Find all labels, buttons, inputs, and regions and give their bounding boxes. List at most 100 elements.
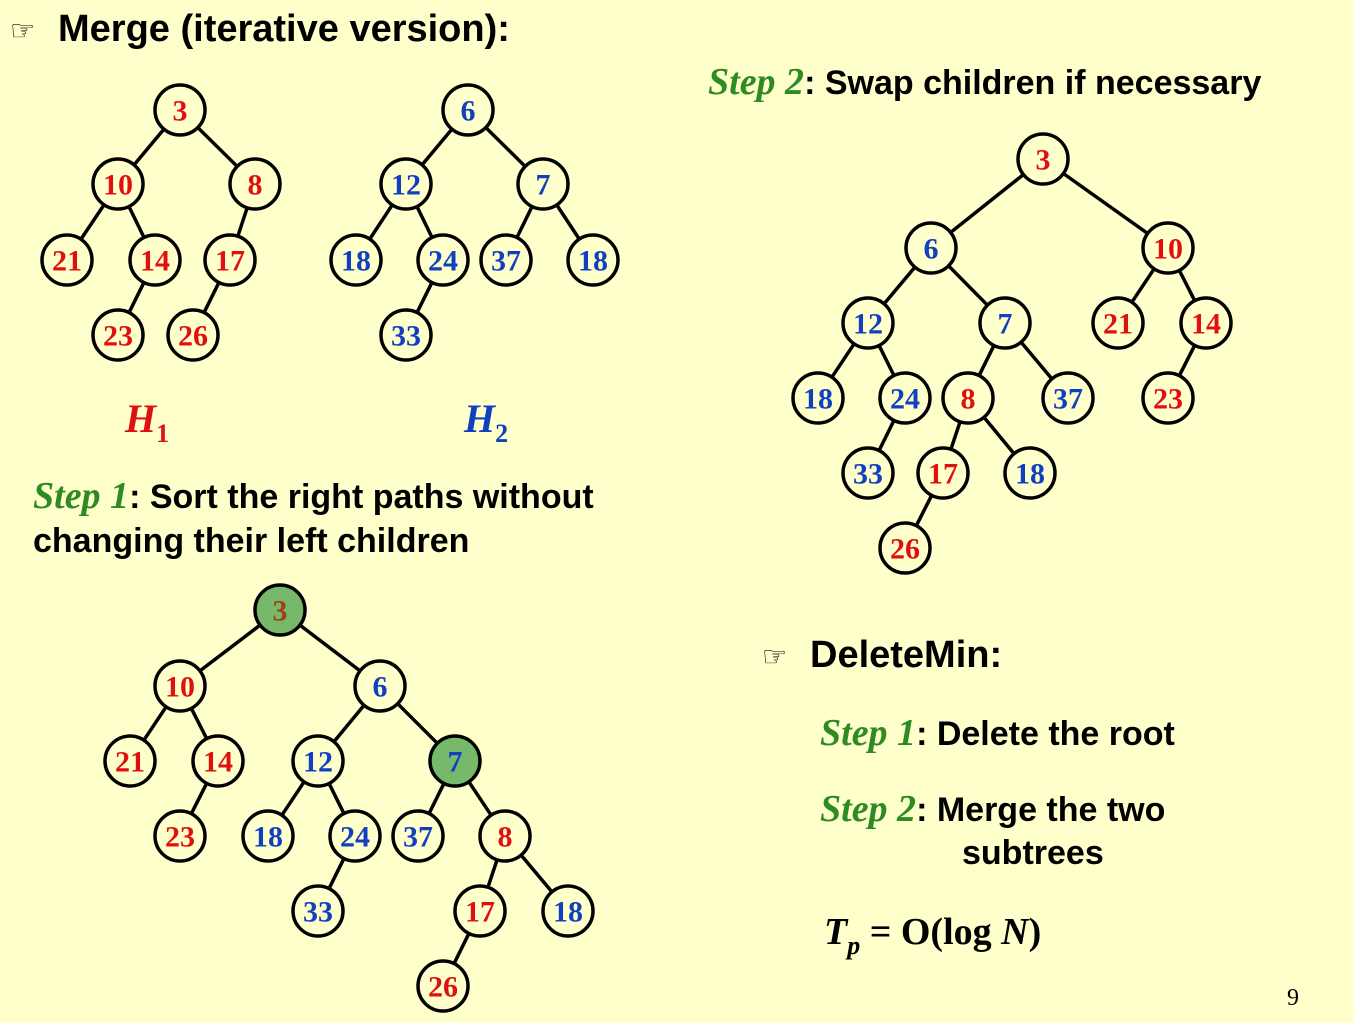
tree-edge	[877, 419, 896, 452]
tree-node: 33	[841, 446, 895, 500]
tree-node-value: 17	[215, 245, 245, 278]
tree-edge	[332, 704, 366, 743]
tree-edge	[467, 780, 493, 817]
tree-node-value: 37	[491, 245, 521, 278]
tree-h1: 3 10 8 21 14 17 23 26	[40, 83, 282, 362]
tree-node: 12	[841, 296, 895, 350]
tree-node: 24	[328, 809, 382, 863]
tree-node-value: 18	[803, 383, 833, 416]
tree-edge	[327, 782, 346, 815]
tree-edge	[1130, 267, 1156, 304]
tree-node-value: 21	[115, 746, 145, 779]
tree-node: 26	[416, 959, 470, 1013]
tree-edge	[127, 205, 146, 239]
tree-edge	[519, 854, 554, 893]
tree-node-value: 6	[461, 95, 476, 128]
tree-edge	[1019, 341, 1054, 380]
tree-edge	[196, 126, 239, 168]
tree-edge	[127, 281, 146, 314]
tree-node-value: 14	[1191, 308, 1221, 341]
tree-node: 10	[153, 659, 207, 713]
tree-edge	[882, 266, 917, 305]
tree-node: 26	[166, 308, 220, 362]
tree-node-value: 6	[373, 671, 388, 704]
step1-label: Step 1	[33, 475, 130, 517]
tree-edge	[949, 421, 962, 450]
tree-node-value: 10	[165, 671, 195, 704]
tree-node: 3	[1016, 132, 1070, 186]
tree-node: 18	[791, 371, 845, 425]
tree-edge	[396, 702, 439, 745]
tree-edge	[280, 780, 306, 817]
tree-node: 10	[91, 157, 145, 211]
deletemin-step1: Step 1: Delete the root	[820, 712, 1175, 754]
tree-node: 6	[353, 659, 407, 713]
tree-node-value: 8	[248, 169, 263, 202]
tree-edge	[132, 128, 166, 166]
tree-node-value: 23	[165, 821, 195, 854]
tree-edge	[327, 857, 346, 890]
tree-node-value: 14	[203, 746, 233, 779]
tree-step1: 3 10 6 21 14 12 7 23 18 24 37 8 33 17 18 26	[103, 583, 595, 1013]
tree-node: 33	[291, 884, 345, 938]
tree-node: 8	[941, 371, 995, 425]
tree-node-value: 18	[553, 896, 583, 929]
tree-node-value: 18	[341, 245, 371, 278]
tree-node: 8	[228, 157, 282, 211]
tree-node: 17	[916, 446, 970, 500]
tree-node-value: 3	[273, 595, 288, 628]
tree-node: 3	[253, 583, 307, 637]
tree-node: 37	[479, 233, 533, 287]
tree-edge	[486, 859, 499, 888]
tree-node-value: 8	[498, 821, 513, 854]
tree-edge	[189, 782, 209, 815]
tree-edge	[79, 203, 106, 241]
tree-node-value: 23	[103, 320, 133, 353]
tree-edge	[452, 932, 471, 965]
tree-edge	[877, 344, 896, 377]
step2-heading: Step 2: Swap children if necessary	[708, 60, 1261, 104]
tree-node-value: 18	[1015, 458, 1045, 491]
tree-edge	[515, 205, 534, 239]
tree-node-value: 12	[303, 746, 333, 779]
tree-edge	[236, 207, 249, 237]
tree-node-value: 12	[391, 169, 421, 202]
tree-node: 18	[241, 809, 295, 863]
tree-node-value: 18	[578, 245, 608, 278]
time-complexity-formula: Tp = O(log N)	[824, 911, 1042, 960]
tree-node-value: 21	[52, 245, 82, 278]
h1-label: H1	[125, 396, 170, 448]
tree-node: 7	[978, 296, 1032, 350]
tree-h2: 6 12 7 18 24 37 18 33	[329, 83, 620, 362]
tree-node-value: 3	[173, 95, 188, 128]
tree-node-value: 24	[890, 383, 920, 416]
tree-edge	[415, 281, 434, 314]
tree-node: 23	[1141, 371, 1195, 425]
tree-node: 17	[453, 884, 507, 938]
tree-node-value: 26	[178, 320, 208, 353]
tree-edge	[415, 205, 434, 239]
tree-node: 12	[291, 734, 345, 788]
tree-edge	[1177, 269, 1197, 302]
tree-node: 21	[1091, 296, 1145, 350]
tree-edge	[189, 707, 209, 740]
tree-edge	[947, 264, 989, 307]
tree-node: 24	[878, 371, 932, 425]
tree-node-value: 7	[998, 308, 1013, 341]
tree-node: 6	[904, 221, 958, 275]
tree-node: 6	[441, 83, 495, 137]
tree-node: 7	[428, 734, 482, 788]
tree-node-value: 24	[340, 821, 370, 854]
tree-node-value: 14	[140, 245, 170, 278]
tree-node: 10	[1141, 221, 1195, 275]
tree-node: 37	[1041, 371, 1095, 425]
tree-edge	[977, 344, 996, 377]
tree-node-value: 33	[391, 320, 421, 353]
tree-edge	[427, 782, 446, 815]
tree-edge	[830, 342, 856, 379]
tree-node: 14	[128, 233, 182, 287]
tree-edge	[949, 173, 1025, 234]
tree-node-value: 7	[536, 169, 551, 202]
tree-node-value: 37	[403, 821, 433, 854]
tree-node-value: 24	[428, 245, 458, 278]
